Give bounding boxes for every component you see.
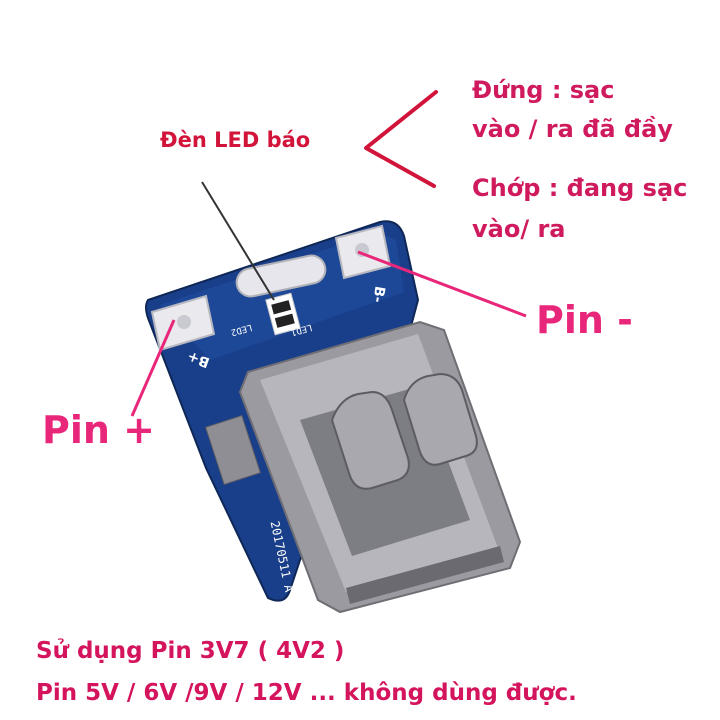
arrow-led-steady xyxy=(364,90,438,188)
usb-connector xyxy=(205,320,522,614)
arrow-pin-minus xyxy=(357,250,527,318)
b-minus-marking: B- xyxy=(369,285,388,304)
steady-state-label-line2: vào / ra đã đầy xyxy=(472,115,673,143)
b-plus-marking: B+ xyxy=(185,348,212,371)
steady-state-label-line1: Đứng : sạc xyxy=(472,76,615,104)
blink-state-label-line1: Chớp : đang sạc xyxy=(472,174,688,202)
led-component xyxy=(265,292,301,336)
usage-note-line2: Pin 5V / 6V /9V / 12V ... không dùng đượ… xyxy=(36,680,577,706)
led-indicator-label: Đèn LED báo xyxy=(160,128,311,152)
usage-note-line1: Sử dụng Pin 3V7 ( 4V2 ) xyxy=(36,638,345,664)
arrow-led-pointer xyxy=(201,181,275,301)
mounting-slot xyxy=(235,254,327,298)
pin-minus-label: Pin - xyxy=(536,298,633,342)
pin-plus-label: Pin + xyxy=(42,408,155,452)
arrow-pin-plus xyxy=(130,319,176,417)
blink-state-label-line2: vào/ ra xyxy=(472,215,566,243)
